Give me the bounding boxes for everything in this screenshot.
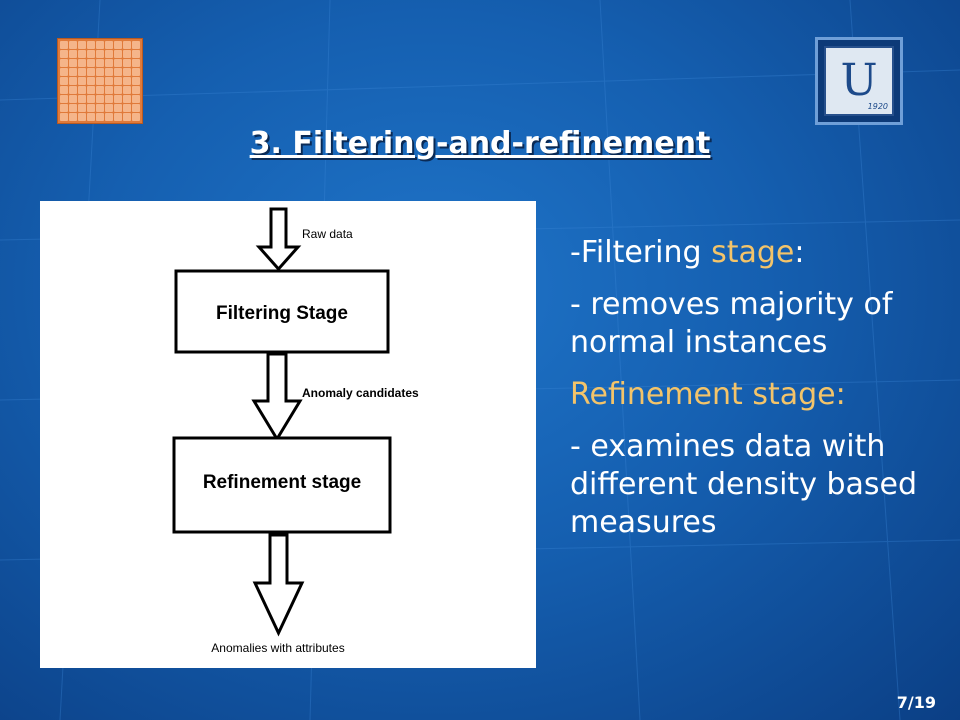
filtering-suffix: : xyxy=(794,235,805,270)
emblem-inner: U 1920 xyxy=(824,46,894,116)
output-label: Anomalies with attributes xyxy=(211,641,344,655)
page-number: 7/19 xyxy=(896,693,936,712)
university-mosaic-logo xyxy=(57,38,143,124)
flow-diagram: Raw data Filtering Stage Anomaly candida… xyxy=(40,201,536,668)
refinement-description: - examines data with different density b… xyxy=(570,429,918,540)
explanation-panel: -Filtering stage: - removes majority of … xyxy=(570,234,930,556)
emblem-letter: U xyxy=(840,55,878,106)
input-label: Raw data xyxy=(302,227,353,241)
refinement-stage-box xyxy=(172,436,392,534)
university-emblem-logo: U 1920 xyxy=(815,37,903,125)
flow-diagram-svg: Raw data Filtering Stage Anomaly candida… xyxy=(172,207,419,655)
input-arrow xyxy=(255,207,302,272)
filtering-prefix: -Filtering xyxy=(570,235,712,270)
filtering-stage-box xyxy=(174,269,390,354)
filtering-heading: -Filtering stage: xyxy=(570,234,930,272)
filtering-stage-label: Filtering Stage xyxy=(216,303,348,324)
emblem-year: 1920 xyxy=(867,102,888,111)
filtering-description: - removes majority of normal instances xyxy=(570,287,893,360)
refinement-heading: Refinement stage: xyxy=(570,377,846,412)
refinement-stage-label: Refinement stage xyxy=(203,472,361,493)
candidates-arrow xyxy=(251,352,303,442)
filtering-word: stage xyxy=(711,235,795,270)
candidates-label: Anomaly candidates xyxy=(302,386,419,400)
output-arrow xyxy=(252,533,305,637)
slide-title: 3. Filtering-and-refinement xyxy=(249,126,711,161)
